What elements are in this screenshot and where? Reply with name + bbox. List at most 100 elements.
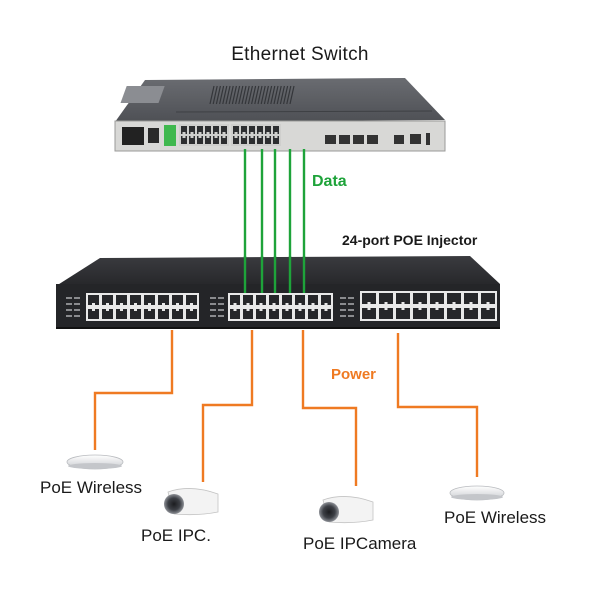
vent-slot xyxy=(219,85,225,105)
injector-rj45-port-tab xyxy=(418,308,422,310)
vent-slot xyxy=(225,85,231,105)
injector-rj45-port xyxy=(396,308,410,319)
vent-slot xyxy=(238,85,244,105)
vent-slot xyxy=(235,85,241,105)
switch-rj45-port-tab xyxy=(258,132,262,134)
injector-rj45-port-tab xyxy=(259,303,263,305)
switch-usb-port xyxy=(426,133,430,145)
vent-slot xyxy=(257,85,263,105)
vent-slot xyxy=(212,85,218,105)
switch-rj45-port xyxy=(189,126,195,134)
injector-rj45-port xyxy=(362,308,376,319)
switch-rj45-port xyxy=(257,126,263,134)
power-lines xyxy=(93,330,479,486)
switch-terminal-block xyxy=(164,125,176,146)
vent-slot xyxy=(209,85,215,105)
vent-slot xyxy=(215,85,221,105)
injector-rj45-port xyxy=(269,309,279,319)
switch-rj45-port-tab xyxy=(234,132,238,134)
switch-rj45-port xyxy=(181,136,187,144)
injector-rj45-port-tab xyxy=(176,303,179,305)
injector-rj45-port xyxy=(321,309,331,319)
injector-rj45-port-tab xyxy=(233,303,237,305)
switch-rj45-port-tab xyxy=(258,136,262,138)
led-indicator xyxy=(66,297,72,299)
injector-port-block-right xyxy=(360,291,497,321)
switch-sfp-ports xyxy=(325,135,378,144)
wireless-ap-base xyxy=(68,463,122,469)
injector-rj45-port xyxy=(230,295,240,305)
injector-rj45-port-tab xyxy=(384,308,388,310)
led-indicator xyxy=(340,309,346,311)
power-line xyxy=(396,333,479,477)
injector-rj45-port xyxy=(481,293,495,304)
switch-sfp-port xyxy=(353,135,364,144)
switch-top-ridge xyxy=(175,110,433,113)
injector-port-block-left xyxy=(86,293,199,321)
led-indicator xyxy=(348,315,354,317)
injector-rj45-port xyxy=(413,293,427,304)
injector-rj45-port xyxy=(282,295,292,305)
vent-slot xyxy=(273,85,279,105)
injector-rj45-port-tab xyxy=(106,309,109,311)
injector-rj45-port xyxy=(481,308,495,319)
ip-camera-left xyxy=(164,488,219,516)
injector-rj45-port xyxy=(130,309,141,319)
injector-rj45-port xyxy=(256,295,266,305)
injector-rj45-port-tab xyxy=(246,309,250,311)
switch-rj45-port xyxy=(257,136,263,144)
injector-rj45-port-tab xyxy=(162,309,165,311)
switch-rj45-port-tab xyxy=(182,136,186,138)
data-line-ends xyxy=(243,256,306,293)
injector-rj45-port-tab xyxy=(134,303,137,305)
led-indicator xyxy=(74,303,80,305)
injector-rj45-port xyxy=(269,295,279,305)
injector-rj45-port-tab xyxy=(418,302,422,304)
switch-rj45-port xyxy=(233,136,239,144)
injector-rj45-port xyxy=(295,295,305,305)
led-indicator xyxy=(340,297,346,299)
injector-rj45-port xyxy=(464,308,478,319)
injector-rj45-port xyxy=(464,293,478,304)
vent-slot xyxy=(241,85,247,105)
switch-rj45-port xyxy=(205,136,211,144)
injector-rj45-port-tab xyxy=(367,308,371,310)
injector-rj45-port xyxy=(379,293,393,304)
switch-rj45-port xyxy=(265,126,271,134)
injector-status-leds xyxy=(66,297,354,317)
injector-rj45-port xyxy=(88,295,99,305)
switch-rj45-port xyxy=(241,136,247,144)
vent-slot xyxy=(276,85,282,105)
injector-rj45-port-tab xyxy=(401,302,405,304)
switch-rj45-port-tab xyxy=(214,136,218,138)
injector-rj45-port xyxy=(116,309,127,319)
vent-slot xyxy=(222,85,228,105)
power-line xyxy=(201,330,254,482)
led-indicator xyxy=(218,309,224,311)
wireless-ap-left xyxy=(66,454,124,470)
switch-rj45-port xyxy=(205,126,211,134)
switch-rj45-port xyxy=(197,126,203,134)
led-indicator xyxy=(340,303,346,305)
switch-rj45-port xyxy=(241,126,247,134)
led-indicator xyxy=(218,297,224,299)
injector-rj45-port-tab xyxy=(176,309,179,311)
injector-rj45-port-tab xyxy=(486,308,490,310)
injector-rj45-port-tab xyxy=(298,303,302,305)
injector-rj45-port xyxy=(172,295,183,305)
switch-top-surface xyxy=(115,78,445,122)
injector-rj45-port-tab xyxy=(401,308,405,310)
injector-rj45-port xyxy=(308,295,318,305)
led-indicator xyxy=(348,303,354,305)
injector-rj45-port-tab xyxy=(435,302,439,304)
injector-rj45-port-tab xyxy=(134,309,137,311)
injector-rj45-port xyxy=(379,308,393,319)
vent-slot xyxy=(263,85,269,105)
led-indicator xyxy=(210,309,216,311)
switch-console-port xyxy=(394,135,404,144)
switch-rj45-port xyxy=(273,136,279,144)
ip-camera-right xyxy=(319,496,374,524)
power-line xyxy=(93,330,174,450)
switch-rj45-port xyxy=(221,136,227,144)
injector-rj45-port xyxy=(230,309,240,319)
